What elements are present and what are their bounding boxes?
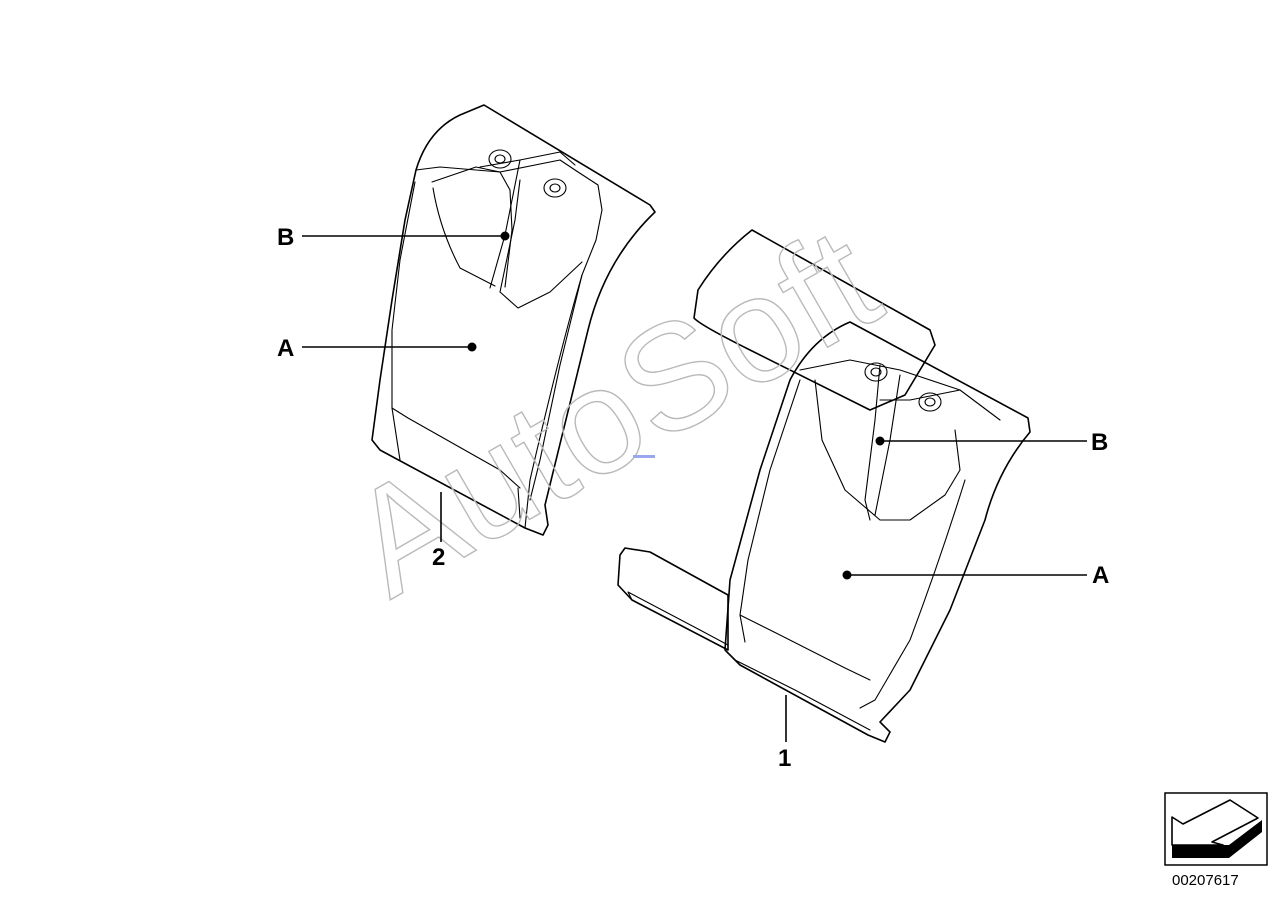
pointer-dot — [875, 436, 885, 446]
pointer-dot — [842, 570, 852, 580]
callout-label-a-right: A — [1092, 562, 1109, 589]
pointer-dot — [500, 231, 510, 241]
callout-label-a-left: A — [277, 335, 294, 362]
part-number-label-1: 1 — [778, 745, 791, 772]
pointer-dot — [467, 342, 477, 352]
diagram-id: 00207617 — [1172, 872, 1239, 889]
seat-backrest-left — [371, 104, 656, 536]
arrow-badge-icon — [1164, 792, 1268, 866]
marker-dash — [633, 455, 655, 458]
watermark-text: AutoSoft — [322, 195, 904, 628]
watermark: AutoSoft — [321, 194, 905, 629]
seat-backrest-right — [617, 229, 1031, 743]
part-number-label-2: 2 — [432, 544, 445, 571]
callout-label-b-right: B — [1091, 429, 1108, 456]
callout-label-b-left: B — [277, 224, 294, 251]
